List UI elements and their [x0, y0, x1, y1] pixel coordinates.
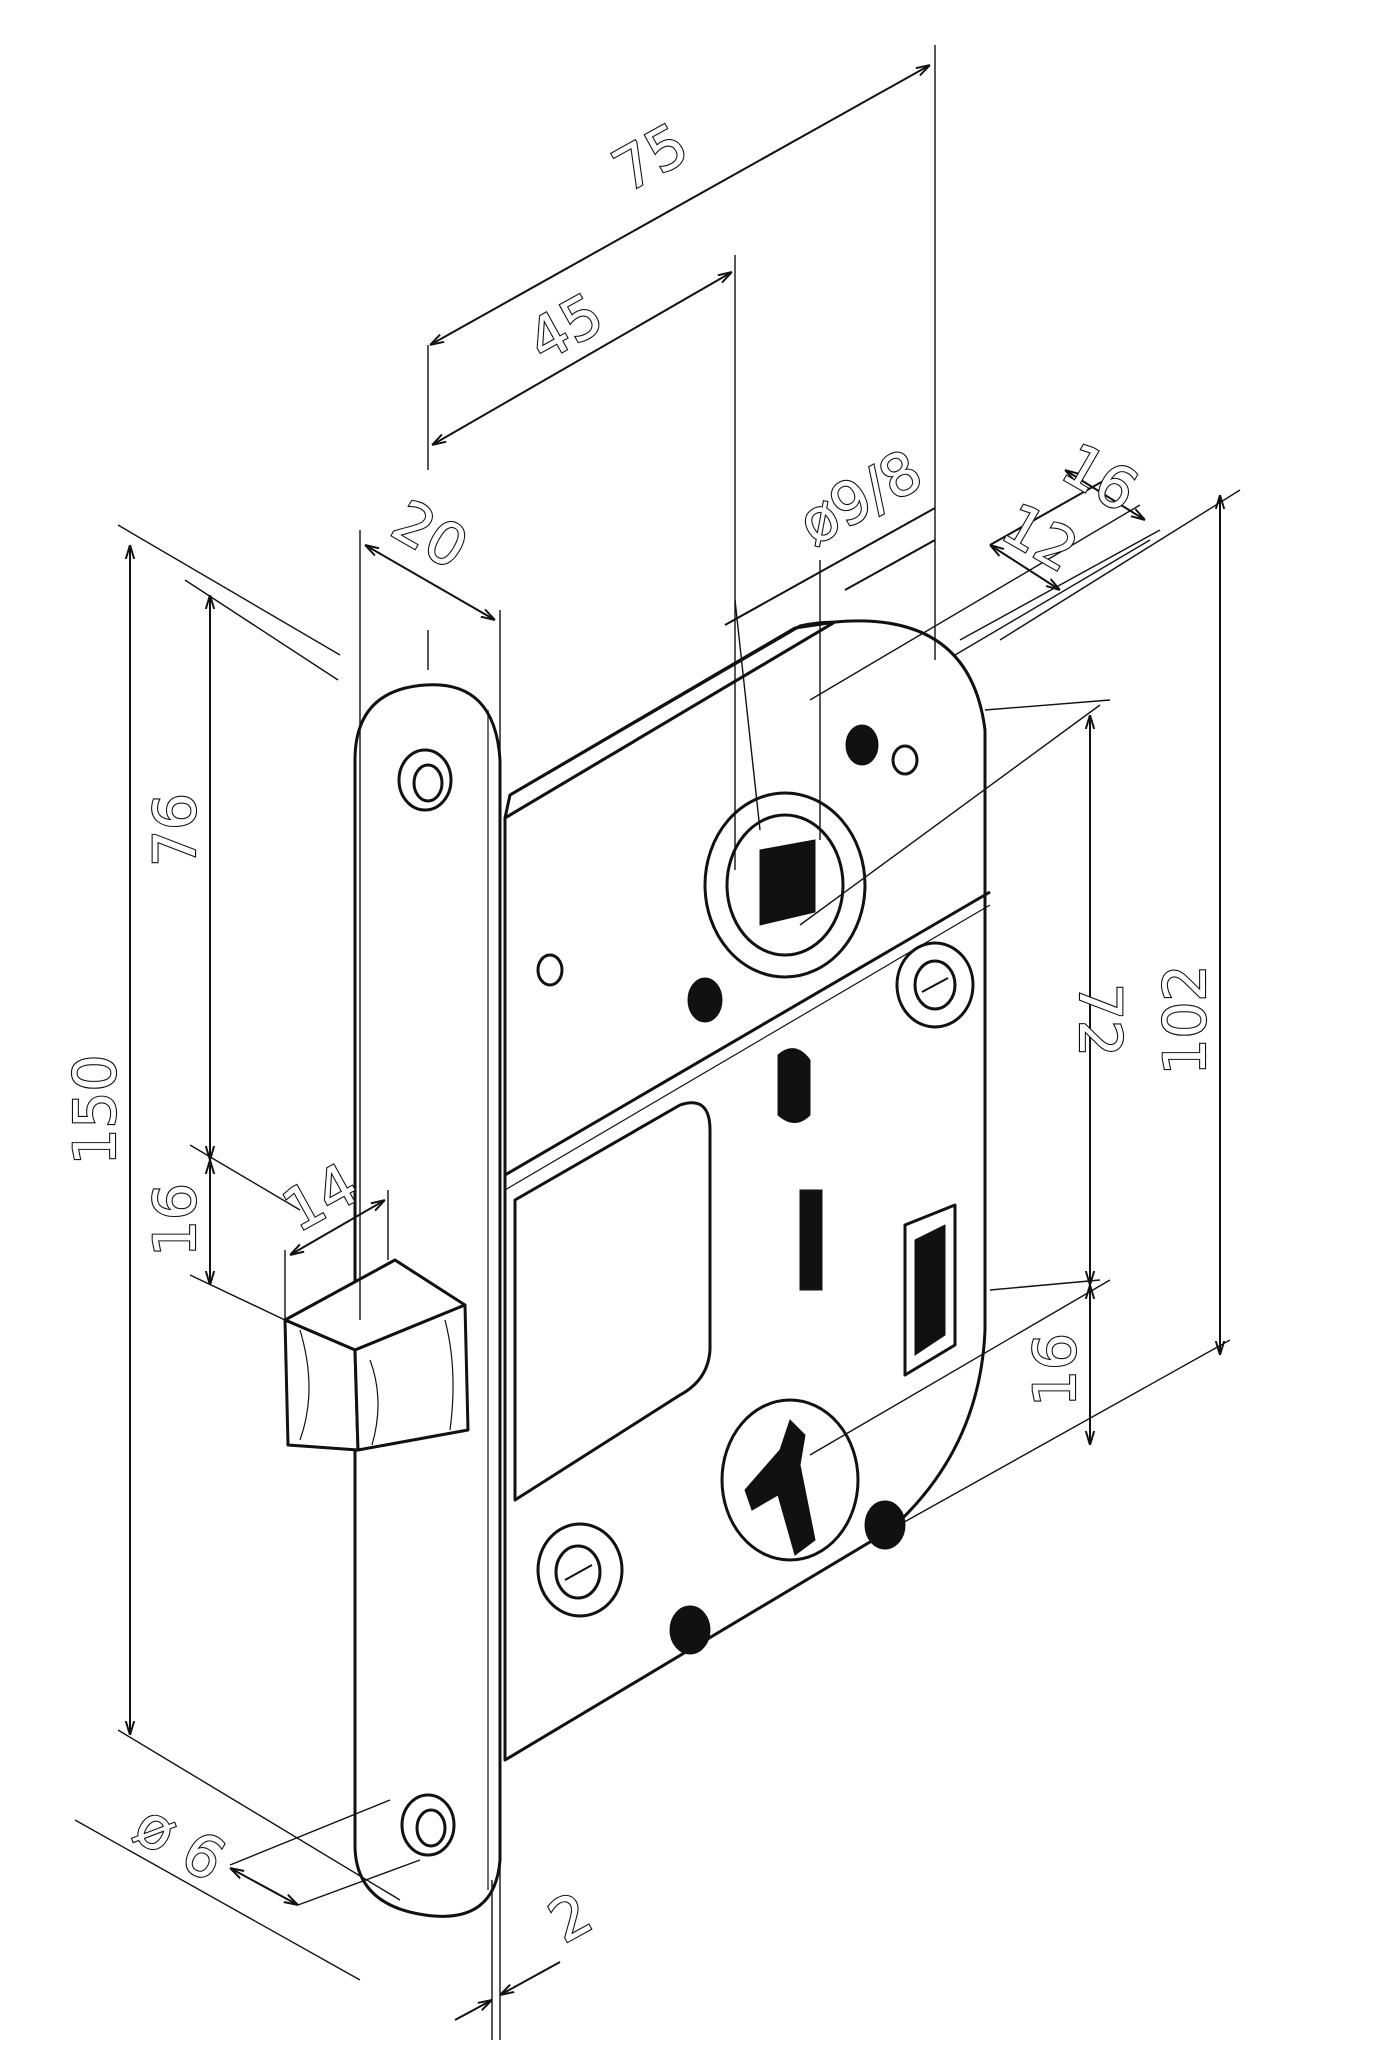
label-45: 45	[517, 280, 615, 375]
label-72: 72	[1066, 983, 1134, 1057]
dimension-lines	[130, 65, 1220, 2021]
square-spindle-hole	[759, 839, 816, 926]
case-plate	[503, 619, 987, 1762]
case-holes	[536, 724, 975, 1655]
extension-lines	[74, 45, 1241, 2040]
dim-line-14	[290, 1200, 385, 1255]
bottom-hole	[669, 1605, 711, 1655]
label-150: 150	[61, 1055, 129, 1166]
dim-line-2	[454, 2000, 492, 2021]
screw-lower-slot	[564, 1564, 593, 1581]
label-76: 76	[141, 793, 209, 867]
latch-highlight	[299, 1319, 454, 1446]
label-16-left: 16	[141, 1183, 209, 1257]
latch-bolt	[283, 1258, 470, 1452]
label-20: 20	[381, 487, 479, 583]
dim-line-9-8	[724, 507, 936, 626]
rect-window-dark	[914, 1224, 946, 1356]
label-2: 2	[538, 1879, 603, 1956]
dim-line-2b	[500, 1961, 561, 1995]
faceplate-top-hole-inner	[412, 763, 444, 803]
dim-line-12b	[990, 545, 1060, 590]
dim-line-45	[432, 272, 732, 445]
narrow-slot	[799, 1189, 823, 1291]
label-75: 75	[602, 110, 700, 205]
faceplate-bottom-hole-inner	[415, 1808, 447, 1848]
dim-line-9-8b	[844, 539, 936, 591]
upper-hole-1	[845, 724, 879, 766]
label-9-8: ø9/8	[787, 437, 933, 559]
label-12: 12	[991, 490, 1089, 586]
latch-window	[513, 1101, 712, 1502]
label-phi6: ø 6	[124, 1791, 237, 1895]
left-solid-hole	[687, 977, 723, 1023]
dim-line-20	[365, 545, 495, 620]
label-102: 102	[1151, 965, 1219, 1076]
lock-case	[503, 619, 991, 1762]
dim-line-16-top	[1065, 470, 1145, 520]
label-16-top: 16	[1051, 430, 1149, 526]
bottom-right-hole	[864, 1500, 906, 1550]
dim-line-12	[989, 479, 1106, 546]
spindle-hub	[703, 791, 867, 979]
cover-step	[504, 890, 991, 1177]
label-16-right: 16	[1021, 1333, 1089, 1407]
slot-hole	[777, 1048, 811, 1123]
dim-line-phi6	[230, 1868, 298, 1905]
latch-side	[353, 1303, 470, 1452]
keyhole-bit	[744, 1419, 816, 1556]
screw-upper-slot	[921, 977, 949, 993]
upper-hole-2	[891, 744, 919, 776]
left-small-hole	[536, 953, 564, 987]
